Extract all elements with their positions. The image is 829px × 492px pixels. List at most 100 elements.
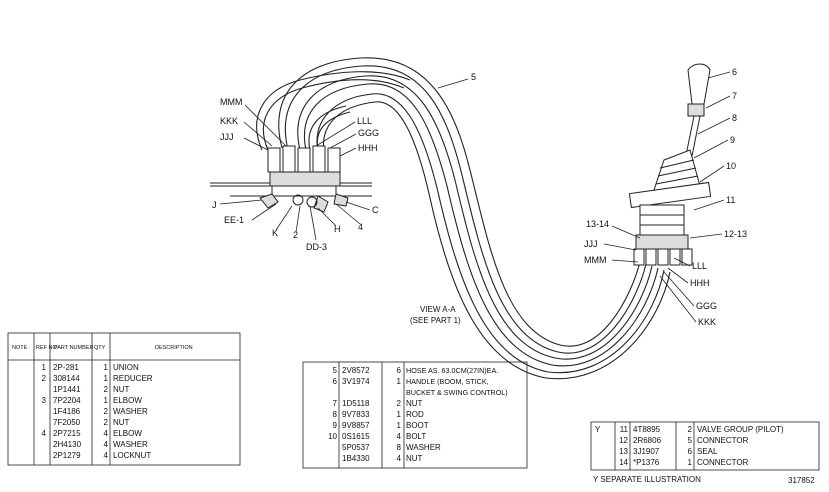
svg-text:NUT: NUT bbox=[113, 385, 130, 394]
svg-text:HOSE AS. 63.0CM(27IN)EA.: HOSE AS. 63.0CM(27IN)EA. bbox=[406, 366, 498, 375]
svg-text:6: 6 bbox=[397, 366, 402, 375]
mounting-plate bbox=[628, 181, 712, 209]
callout-ggg-right: GGG bbox=[696, 301, 717, 311]
callout-mmm-right: MMM bbox=[584, 255, 607, 265]
svg-text:1: 1 bbox=[397, 410, 402, 419]
table-row: 9 9V8857 1 BOOT bbox=[333, 421, 429, 430]
table-row: 7F2050 2 NUT bbox=[53, 418, 130, 427]
callout-c: C bbox=[372, 205, 379, 215]
valve-body bbox=[639, 204, 685, 236]
callout-ggg-left: GGG bbox=[358, 128, 379, 138]
callout-labels: 5 6 7 8 9 10 11 12-13 13-14 JJJ MMM LLL … bbox=[212, 67, 747, 327]
callout-8: 8 bbox=[732, 113, 737, 123]
svg-text:1: 1 bbox=[42, 363, 47, 372]
svg-text:6: 6 bbox=[333, 377, 338, 386]
joystick-assembly bbox=[628, 63, 712, 266]
table-row: 2 308144 1 REDUCER bbox=[42, 374, 153, 383]
footnote-separate-illustration: Y SEPARATE ILLUSTRATION bbox=[593, 475, 701, 484]
svg-text:HANDLE (BOOM, STICK,: HANDLE (BOOM, STICK, bbox=[406, 377, 489, 386]
svg-text:7F2050: 7F2050 bbox=[53, 418, 81, 427]
svg-text:12: 12 bbox=[619, 436, 628, 445]
svg-text:9: 9 bbox=[333, 421, 338, 430]
table-row: 2P1279 4 LOCKNUT bbox=[53, 451, 151, 460]
callout-11: 11 bbox=[726, 195, 735, 205]
svg-text:1P1441: 1P1441 bbox=[53, 385, 81, 394]
hose-bundle bbox=[256, 57, 671, 380]
callout-kkk-right: KKK bbox=[698, 317, 716, 327]
handle-collar bbox=[687, 103, 705, 117]
svg-text:2: 2 bbox=[42, 374, 47, 383]
svg-text:7P2204: 7P2204 bbox=[53, 396, 81, 405]
callout-dd-3: DD-3 bbox=[306, 242, 327, 252]
svg-text:4: 4 bbox=[104, 429, 109, 438]
svg-text:WASHER: WASHER bbox=[406, 443, 441, 452]
svg-text:4: 4 bbox=[104, 440, 109, 449]
svg-text:1: 1 bbox=[397, 421, 402, 430]
callout-4: 4 bbox=[358, 222, 363, 232]
svg-text:0S1615: 0S1615 bbox=[342, 432, 370, 441]
t1-header-desc: DESCRIPTION bbox=[155, 345, 193, 351]
svg-text:2: 2 bbox=[104, 407, 109, 416]
table-row: 5P0537 8 WASHER bbox=[342, 443, 441, 452]
svg-text:1F4186: 1F4186 bbox=[53, 407, 81, 416]
parts-table-1 bbox=[7, 332, 241, 466]
table-row: 5 2V8572 6 HOSE AS. 63.0CM(27IN)EA. bbox=[333, 366, 499, 375]
callout-10: 10 bbox=[726, 161, 736, 171]
svg-text:SEAL: SEAL bbox=[697, 447, 718, 456]
svg-text:REDUCER: REDUCER bbox=[113, 374, 153, 383]
table-row: BUCKET & SWING CONTROL) bbox=[406, 388, 508, 397]
svg-text:1: 1 bbox=[104, 374, 109, 383]
callout-ee-1: EE-1 bbox=[224, 215, 244, 225]
svg-text:2P-281: 2P-281 bbox=[53, 363, 79, 372]
table-row: 1P1441 2 NUT bbox=[53, 385, 130, 394]
leader-lines bbox=[219, 71, 731, 323]
table-row: 8 9V7833 1 ROD bbox=[333, 410, 424, 419]
drawing-number: 317852 bbox=[788, 476, 815, 485]
svg-text:7: 7 bbox=[333, 399, 338, 408]
table-row: 14 *P1376 1 CONNECTOR bbox=[619, 458, 749, 467]
svg-text:NUT: NUT bbox=[113, 418, 130, 427]
svg-text:2P1279: 2P1279 bbox=[53, 451, 81, 460]
svg-text:1: 1 bbox=[104, 363, 109, 372]
callout-k: K bbox=[272, 228, 278, 238]
svg-text:1: 1 bbox=[397, 377, 402, 386]
svg-text:1: 1 bbox=[688, 458, 693, 467]
svg-text:2: 2 bbox=[104, 385, 109, 394]
svg-text:4: 4 bbox=[42, 429, 47, 438]
svg-text:9V8857: 9V8857 bbox=[342, 421, 370, 430]
svg-text:3: 3 bbox=[42, 396, 47, 405]
svg-text:4: 4 bbox=[397, 454, 402, 463]
svg-text:NUT: NUT bbox=[406, 454, 423, 463]
left-fitting-cluster bbox=[210, 145, 372, 213]
svg-text:CONNECTOR: CONNECTOR bbox=[697, 458, 749, 467]
svg-text:CONNECTOR: CONNECTOR bbox=[697, 436, 749, 445]
table-row: 10 0S1615 4 BOLT bbox=[328, 432, 426, 441]
callout-jjj-left: JJJ bbox=[220, 132, 234, 142]
svg-text:BOLT: BOLT bbox=[406, 432, 426, 441]
t3-rows: Y 11 4T8895 2 VALVE GROUP (PILOT) 12 2R6… bbox=[595, 425, 784, 467]
callout-lll-right: LLL bbox=[692, 261, 707, 271]
callout-6: 6 bbox=[732, 67, 737, 77]
svg-text:4T8895: 4T8895 bbox=[633, 425, 661, 434]
table-row: 3 7P2204 1 ELBOW bbox=[42, 396, 143, 405]
callout-h: H bbox=[334, 224, 341, 234]
svg-text:BOOT: BOOT bbox=[406, 421, 429, 430]
svg-text:4: 4 bbox=[104, 451, 109, 460]
callout-hhh-right: HHH bbox=[690, 278, 710, 288]
svg-text:13: 13 bbox=[619, 447, 628, 456]
table-row: 1F4186 2 WASHER bbox=[53, 407, 148, 416]
callout-jjj-right: JJJ bbox=[584, 239, 598, 249]
t1-header-qty: QTY bbox=[94, 345, 106, 351]
svg-text:5: 5 bbox=[688, 436, 693, 445]
callout-mmm-left: MMM bbox=[220, 97, 243, 107]
t1-rows: 1 2P-281 1 UNION 2 308144 1 REDUCER 1P14… bbox=[42, 363, 153, 460]
svg-text:BUCKET & SWING CONTROL): BUCKET & SWING CONTROL) bbox=[406, 388, 508, 397]
view-label: VIEW A-A bbox=[420, 305, 456, 314]
table-row: 13 3J1907 6 SEAL bbox=[619, 447, 718, 456]
table-row: 1B4330 4 NUT bbox=[342, 454, 423, 463]
svg-text:9V7833: 9V7833 bbox=[342, 410, 370, 419]
svg-text:10: 10 bbox=[328, 432, 337, 441]
svg-text:2P7215: 2P7215 bbox=[53, 429, 81, 438]
table-row: 2H4130 4 WASHER bbox=[53, 440, 148, 449]
